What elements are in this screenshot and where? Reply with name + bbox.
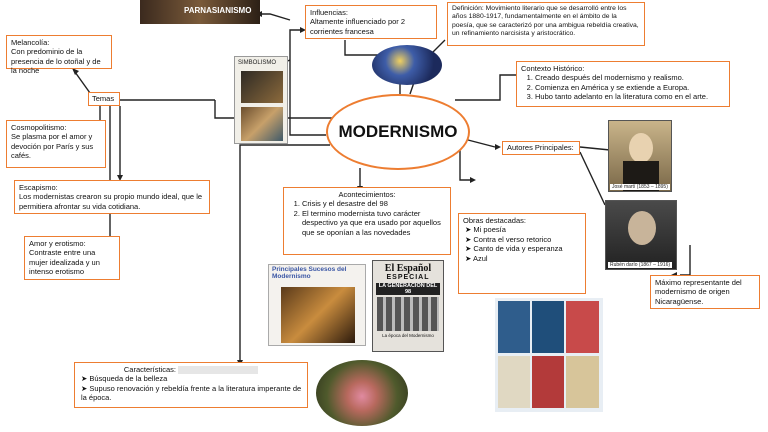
acontecimientos-title: Acontecimientos: bbox=[338, 190, 396, 199]
el-espanol-title: El Español bbox=[384, 263, 432, 274]
caracteristicas-title: Características: bbox=[79, 365, 303, 375]
center-title: MODERNISMO bbox=[338, 122, 458, 141]
sucesos-painting bbox=[281, 287, 355, 343]
contexto-item: Hubo tanto adelanto en la literatura com… bbox=[535, 92, 725, 101]
acontecimientos-item: Crisis y el desastre del 98 bbox=[302, 199, 446, 208]
contexto-title: Contexto Histórico: bbox=[521, 64, 585, 73]
marti-caption: José martí (1853 – 1895) bbox=[610, 184, 670, 190]
line-to-influencias bbox=[289, 29, 326, 136]
cosmopolitismo-box: Cosmopolitismo: Se plasma por el amor y … bbox=[6, 120, 106, 168]
autores-box: Autores Principales: bbox=[502, 141, 580, 155]
line-autores bbox=[467, 139, 496, 148]
parnasianismo-image: PARNASIANISMO bbox=[140, 0, 260, 24]
escapismo-box: Escapismo: Los modernistas crearon su pr… bbox=[14, 180, 210, 214]
book-4 bbox=[498, 356, 530, 408]
marti-face bbox=[629, 133, 653, 163]
maximo-box: Máximo representante del modernismo de o… bbox=[650, 275, 760, 309]
obras-item: ➤ Contra el verso retorico bbox=[465, 234, 552, 244]
escapismo-title: Escapismo: bbox=[19, 183, 58, 192]
book-azul bbox=[498, 301, 530, 353]
book-6 bbox=[566, 356, 599, 408]
temas-box: Temas bbox=[88, 92, 120, 106]
line-to-parnasianismo bbox=[262, 13, 291, 21]
melancolia-box: Melancolía: Con predominio de la presenc… bbox=[6, 35, 112, 75]
amor-title: Amor y erotismo: bbox=[29, 239, 86, 248]
amor-box: Amor y erotismo: Contraste entre una muj… bbox=[24, 236, 120, 280]
dario-face bbox=[628, 211, 656, 245]
book-3 bbox=[566, 301, 599, 353]
sucesos-image: Principales Sucesos del Modernismo bbox=[268, 264, 366, 346]
line-dario bbox=[579, 151, 606, 206]
el-espanol-photos bbox=[377, 297, 439, 331]
line-obras bbox=[459, 150, 470, 181]
temas-label: Temas bbox=[92, 94, 115, 103]
dario-portrait bbox=[605, 200, 677, 270]
el-espanol-image: El Español ESPECIAL LA GENERACION DEL 98… bbox=[372, 260, 444, 352]
contexto-box: Contexto Histórico: Creado después del m… bbox=[516, 61, 730, 107]
cosmopolitismo-text: Se plasma por el amor y devoción por Par… bbox=[11, 132, 94, 161]
line-contexto bbox=[455, 74, 520, 101]
simbolismo-image: SIMBOLISMO bbox=[234, 56, 288, 144]
autores-label: Autores Principales: bbox=[507, 143, 574, 152]
obras-title: Obras destacadas: bbox=[463, 216, 526, 225]
melancolia-text: Con predominio de la presencia de lo oto… bbox=[11, 47, 101, 76]
line-maximo bbox=[680, 245, 691, 276]
el-espanol-footer: La época del Modernismo bbox=[382, 333, 434, 338]
acontecimientos-item: El termino modernista tuvo carácter desp… bbox=[302, 209, 446, 237]
obras-box: Obras destacadas: ➤ Mi poesía ➤ Contra e… bbox=[458, 213, 586, 294]
book-5 bbox=[532, 356, 564, 408]
influencias-title: Influencias: bbox=[310, 8, 348, 17]
acontecimientos-box: Acontecimientos: Crisis y el desastre de… bbox=[283, 187, 451, 255]
simbolismo-painting-1 bbox=[241, 71, 283, 103]
blurred-highlight bbox=[178, 366, 259, 375]
starry-night-image bbox=[372, 45, 442, 85]
caracteristicas-item: ➤ Supuso renovación y rebeldía frente a … bbox=[81, 383, 302, 403]
definicion-text: Definición: Movimiento literario que se … bbox=[452, 5, 639, 38]
simbolismo-painting-2 bbox=[241, 107, 283, 141]
simbolismo-label: SIMBOLISMO bbox=[238, 60, 277, 66]
obras-item: ➤ Azul bbox=[465, 253, 488, 263]
influencias-box: Influencias: Altamente influenciado por … bbox=[305, 5, 437, 39]
influencias-line2: corrientes francesa bbox=[310, 26, 374, 36]
influencias-line1: Altamente influenciado por 2 bbox=[310, 17, 406, 27]
parnasianismo-label: PARNASIANISMO bbox=[184, 6, 252, 15]
amor-text: Contraste entre una mujer idealizada y u… bbox=[29, 248, 100, 277]
el-espanol-headline: LA GENERACION DEL 98 bbox=[376, 283, 440, 295]
line-temas-bus bbox=[214, 100, 340, 119]
contexto-item: Creado después del modernismo y realismo… bbox=[535, 73, 725, 82]
line-caracteristicas bbox=[239, 144, 330, 360]
contexto-item: Comienza en América y se extiende a Euro… bbox=[535, 83, 725, 92]
obras-item: ➤ Canto de vida y esperanza bbox=[465, 244, 563, 254]
el-espanol-especial: ESPECIAL bbox=[386, 274, 430, 281]
maximo-text: Máximo representante del modernismo de o… bbox=[655, 278, 742, 306]
cosmopolitismo-title: Cosmopolitismo: bbox=[11, 123, 67, 132]
caracteristicas-item: ➤ Búsqueda de la belleza bbox=[81, 374, 168, 384]
obras-item: ➤ Mi poesía bbox=[465, 225, 506, 235]
sucesos-title: Principales Sucesos del Modernismo bbox=[272, 266, 347, 281]
center-node: MODERNISMO bbox=[326, 94, 470, 170]
escapismo-text: Los modernistas crearon su propio mundo … bbox=[19, 192, 203, 211]
caracteristicas-box: Características: ➤ Búsqueda de la bellez… bbox=[74, 362, 308, 408]
marti-portrait bbox=[608, 120, 672, 192]
book-2 bbox=[532, 301, 564, 353]
melancolia-title: Melancolía: bbox=[11, 38, 50, 47]
books-image bbox=[495, 298, 603, 412]
definicion-box: Definición: Movimiento literario que se … bbox=[447, 2, 645, 46]
line-marti bbox=[579, 146, 611, 151]
dario-caption: Rubén darío (1867 – 1916) bbox=[608, 262, 673, 268]
rococo-painting-oval bbox=[316, 360, 408, 426]
